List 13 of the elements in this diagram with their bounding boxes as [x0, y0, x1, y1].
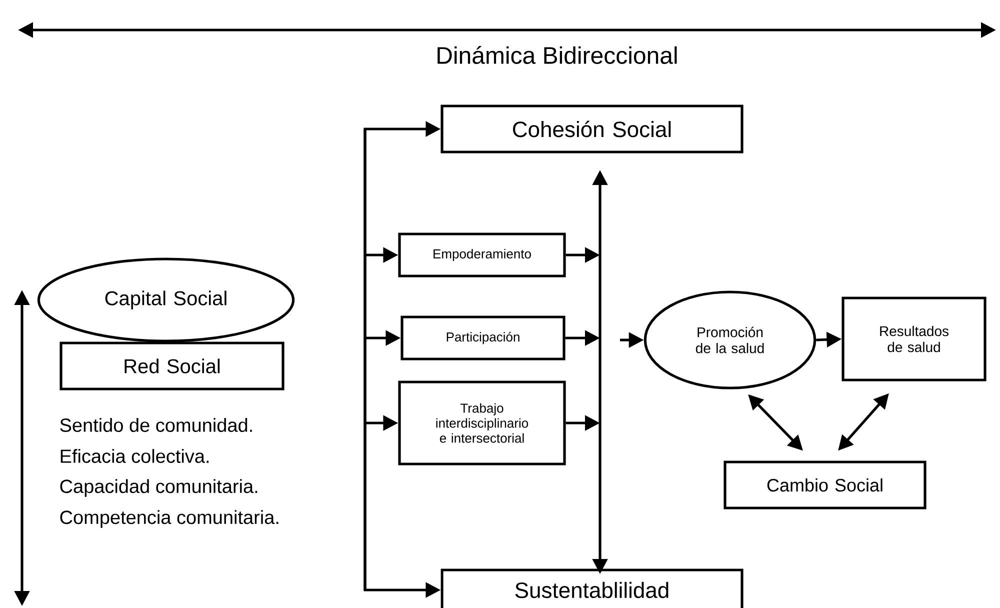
concept-box: Sustentablilidad	[440, 568, 744, 608]
concept-box: Trabajo interdisciplinario e intersectorial	[398, 380, 566, 466]
concept-box: Empoderamiento	[398, 232, 566, 278]
concept-box: Participación	[400, 316, 566, 360]
list-item: Competencia comunitaria.	[60, 510, 278, 528]
list-item: Sentido de comunidad.	[60, 418, 252, 432]
concept-box: Red Social	[60, 342, 284, 390]
heading: Dinámica Bidireccional	[438, 46, 677, 64]
concept-box: Cambio Social	[724, 460, 926, 510]
concept-box: Cohesión Social	[440, 104, 744, 154]
result-box: Resultados de salud	[842, 296, 986, 382]
list-item: Capacidad comunitaria.	[60, 479, 258, 497]
list-item: Eficacia colectiva.	[60, 449, 209, 463]
